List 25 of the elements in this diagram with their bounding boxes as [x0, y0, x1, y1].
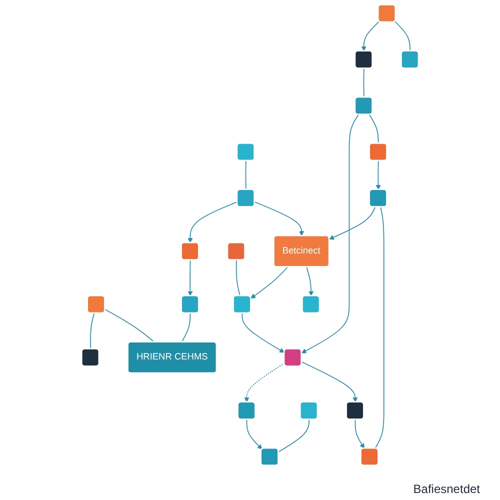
arrow — [301, 114, 359, 354]
connector — [90, 312, 95, 350]
arrow — [188, 202, 238, 244]
arrow — [306, 266, 314, 296]
arrow — [301, 361, 358, 402]
arrow — [354, 419, 364, 449]
arrow — [376, 160, 381, 190]
arrow — [244, 362, 285, 402]
arrow — [254, 202, 304, 236]
arrow — [250, 266, 288, 299]
arrow — [242, 312, 284, 353]
connector — [278, 419, 310, 452]
connector — [368, 114, 379, 144]
note-text: Bafiesnetdet — [413, 482, 480, 496]
arrow — [246, 419, 262, 450]
connector — [394, 20, 410, 52]
connector — [181, 312, 191, 343]
arrow — [188, 260, 193, 296]
arrow — [329, 206, 376, 240]
connector — [374, 206, 384, 449]
connector — [104, 309, 155, 343]
connector — [245, 160, 246, 190]
connector — [236, 260, 240, 296]
arrow — [361, 20, 380, 52]
connector — [363, 68, 364, 98]
